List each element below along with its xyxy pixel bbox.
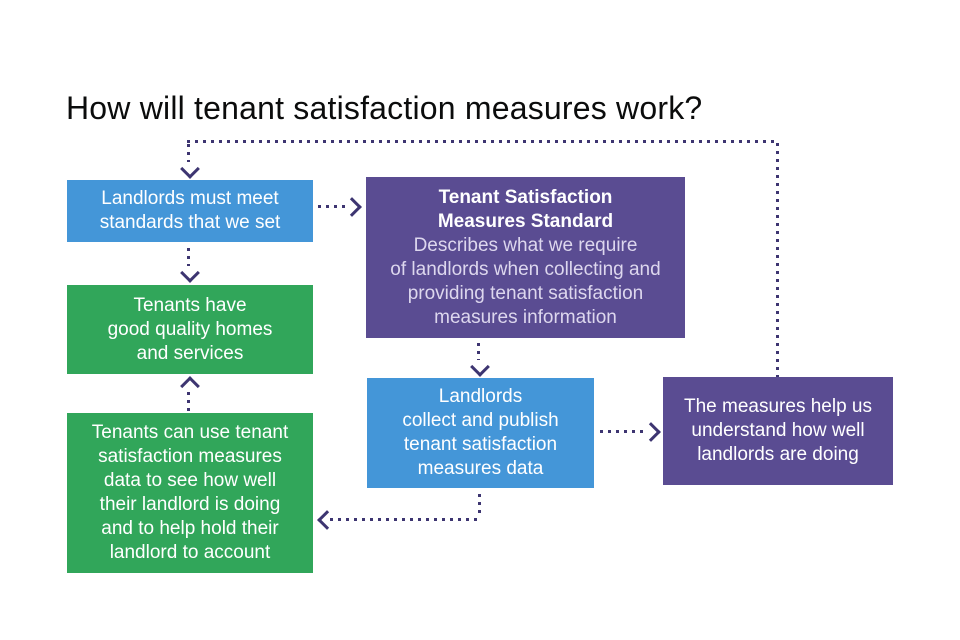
box-tenant-satisfaction-measures-standard: Tenant Satisfaction Measures Standard De…: [366, 177, 685, 338]
arrowhead-down-into-collect-icon: [470, 357, 490, 377]
box-landlords-must-meet-standards: Landlords must meet standards that we se…: [67, 180, 313, 242]
arrow-loop-right-vertical: [776, 143, 779, 377]
arrowhead-down-into-standards-icon: [180, 159, 200, 179]
arrowhead-left-into-tenants-use-icon: [317, 510, 337, 530]
box-tenants-can-use-data-text: Tenants can use tenant satisfaction meas…: [91, 422, 289, 563]
box-landlords-collect-publish-text: Landlords collect and publish tenant sat…: [402, 386, 559, 479]
arrowhead-up-into-good-homes-icon: [180, 376, 200, 396]
arrowhead-right-into-measures-help-icon: [641, 422, 661, 442]
box-tsm-standard-body: Describes what we require of landlords w…: [390, 234, 661, 328]
arrow-standards-to-tsm: [318, 205, 346, 208]
box-measures-help-us: The measures help us understand how well…: [663, 377, 893, 485]
box-measures-help-us-text: The measures help us understand how well…: [684, 396, 872, 465]
arrow-collect-down-segment: [478, 494, 481, 516]
box-tenants-good-homes-text: Tenants have good quality homes and serv…: [107, 294, 273, 364]
box-tsm-standard-heading: Tenant Satisfaction Measures Standard: [437, 186, 614, 232]
arrow-standards-to-good-homes: [187, 248, 190, 266]
arrow-loop-horizontal: [187, 140, 779, 143]
arrow-tsm-to-collect: [477, 343, 480, 360]
arrowhead-right-into-tsm-icon: [342, 197, 362, 217]
box-tenants-can-use-data: Tenants can use tenant satisfaction meas…: [67, 413, 313, 573]
arrow-tenants-use-to-good-homes: [187, 392, 190, 412]
box-tenants-good-homes: Tenants have good quality homes and serv…: [67, 285, 313, 374]
page-title: How will tenant satisfaction measures wo…: [66, 90, 703, 127]
arrow-loop-left-vertical: [187, 144, 190, 162]
arrow-collect-to-measures-help: [600, 430, 644, 433]
arrowhead-down-into-good-homes-icon: [180, 263, 200, 283]
box-landlords-collect-publish: Landlords collect and publish tenant sat…: [367, 378, 594, 488]
arrow-collect-left-segment: [330, 518, 482, 521]
box-landlords-must-meet-standards-text: Landlords must meet standards that we se…: [99, 188, 281, 233]
